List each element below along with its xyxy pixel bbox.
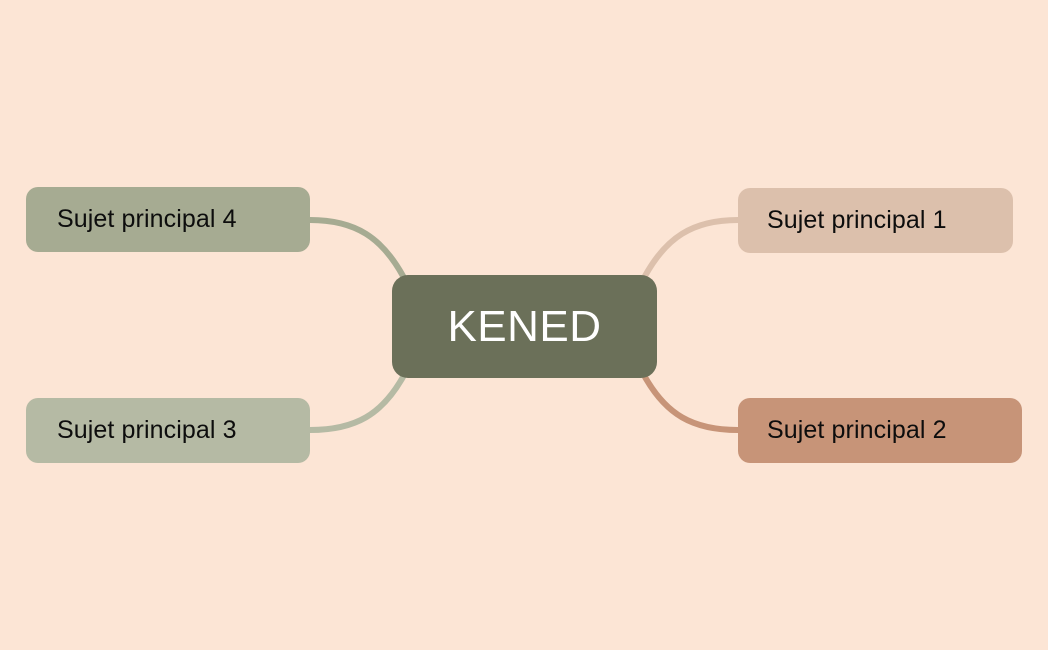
node-label: Sujet principal 3 — [57, 416, 237, 444]
node-sujet-principal-1[interactable]: Sujet principal 1 — [738, 188, 1013, 253]
connector-center-to-node-2 — [642, 374, 741, 433]
node-sujet-principal-3[interactable]: Sujet principal 3 — [26, 398, 310, 463]
node-sujet-principal-4[interactable]: Sujet principal 4 — [26, 187, 310, 252]
connector-center-to-node-1 — [642, 217, 741, 279]
node-label: Sujet principal 2 — [767, 416, 947, 444]
node-sujet-principal-2[interactable]: Sujet principal 2 — [738, 398, 1022, 463]
connector-center-to-node-3 — [307, 374, 406, 433]
center-label: KENED — [447, 301, 602, 351]
node-center-kened[interactable]: KENED — [392, 275, 657, 378]
node-label: Sujet principal 1 — [767, 206, 947, 234]
node-label: Sujet principal 4 — [57, 205, 237, 233]
connector-center-to-node-4 — [307, 217, 406, 279]
